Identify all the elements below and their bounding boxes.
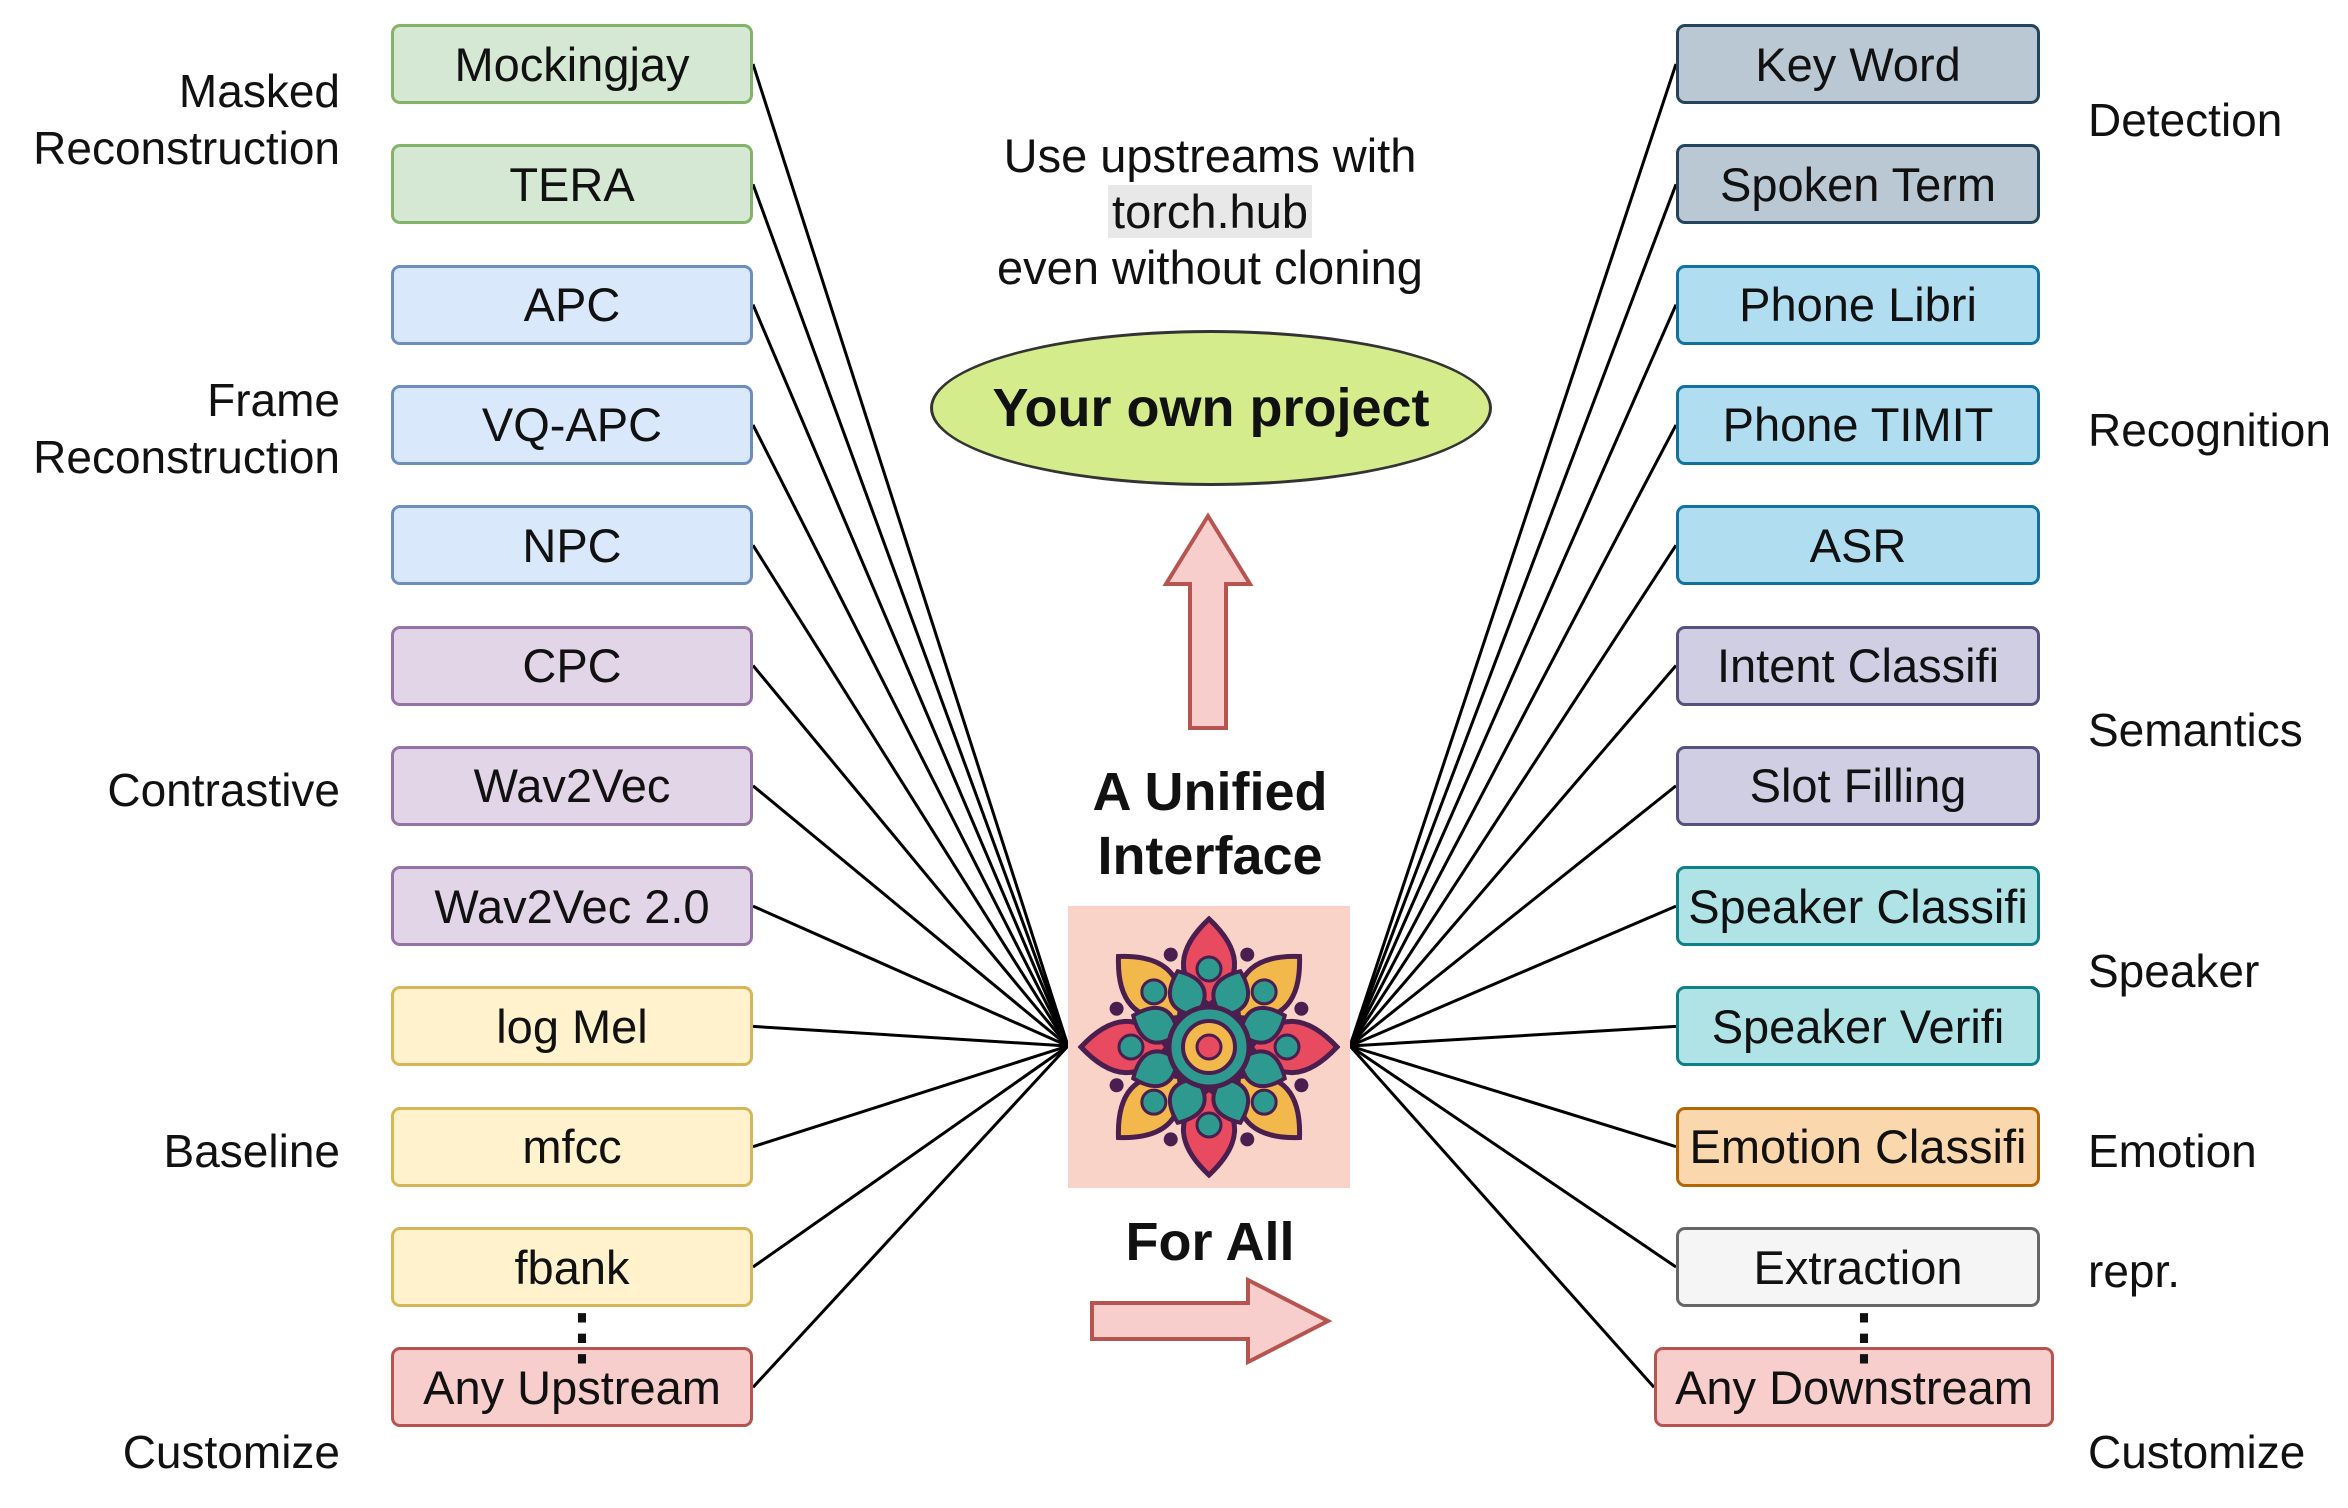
downstream-phone-libri[interactable]: Phone Libri	[1676, 264, 2040, 345]
wire-downstream-2	[1348, 303, 1678, 1047]
group-label-repr: repr.	[2088, 1245, 2181, 1297]
upstream-npc[interactable]: NPC	[391, 505, 753, 586]
downstream-key-word[interactable]: Key Word	[1676, 24, 2040, 104]
wire-downstream-9	[1349, 1044, 1677, 1149]
upstream-fbank[interactable]: fbank	[391, 1227, 753, 1307]
upstream-wav2vec-2-0[interactable]: Wav2Vec 2.0	[391, 866, 753, 947]
upstream-any-upstream[interactable]: Any Upstream	[391, 1347, 753, 1428]
wire-downstream-10	[1349, 1044, 1677, 1269]
wire-upstream-8	[752, 1024, 1069, 1048]
upstream-more-ellipsis: ⋮	[552, 1303, 612, 1370]
downstream-slot-filling[interactable]: Slot Filling	[1676, 745, 2040, 826]
upstream-tera[interactable]: TERA	[391, 144, 753, 225]
wire-upstream-11	[751, 1044, 1070, 1389]
downstream-phone-timit[interactable]: Phone TIMIT	[1676, 384, 2040, 465]
downstream-any-downstream[interactable]: Any Downstream	[1654, 1347, 2054, 1428]
wire-upstream-7	[752, 904, 1069, 1048]
downstream-extraction[interactable]: Extraction	[1676, 1227, 2040, 1307]
wire-upstream-10	[752, 1044, 1069, 1269]
torch-hub-note-line3: even without cloning	[997, 241, 1423, 294]
your-own-project-label: Your own project	[992, 378, 1430, 438]
right-arrow-icon	[1090, 1276, 1333, 1366]
wire-downstream-5	[1348, 664, 1678, 1047]
upstream-log-mel[interactable]: log Mel	[391, 986, 753, 1067]
group-label-emotion: Emotion	[2088, 1125, 2257, 1177]
group-label-detection: Detection	[2088, 94, 2283, 146]
upstream-mockingjay[interactable]: Mockingjay	[391, 24, 753, 104]
downstream-more-ellipsis: ⋮	[1834, 1303, 1894, 1370]
wire-downstream-3	[1348, 424, 1678, 1047]
wire-downstream-1	[1348, 183, 1678, 1047]
upstream-wav2vec[interactable]: Wav2Vec	[391, 745, 753, 826]
group-label-masked-reconstruction: Masked Reconstruction	[33, 65, 340, 174]
group-label-customize-downstream: Customize	[2088, 1426, 2306, 1478]
group-label-speaker: Speaker	[2088, 945, 2260, 997]
wire-downstream-7	[1349, 904, 1677, 1048]
group-label-frame-reconstruction: Frame Reconstruction	[33, 374, 340, 483]
group-label-semantics: Semantics	[2088, 704, 2303, 756]
your-own-project-node[interactable]: Your own project	[930, 330, 1492, 486]
wire-downstream-4	[1348, 544, 1678, 1047]
wire-upstream-4	[751, 544, 1070, 1047]
wire-upstream-6	[752, 784, 1069, 1048]
group-label-baseline: Baseline	[163, 1125, 340, 1177]
torch-hub-note-line1: Use upstreams with	[1003, 129, 1417, 182]
group-label-recognition: Recognition	[2088, 404, 2331, 456]
group-label-contrastive: Contrastive	[107, 764, 340, 816]
downstream-asr[interactable]: ASR	[1676, 505, 2040, 586]
wire-downstream-6	[1349, 784, 1677, 1048]
upstream-vq-apc[interactable]: VQ-APC	[391, 384, 753, 465]
unified-interface-title: A Unified Interface	[1092, 762, 1328, 886]
torch-hub-code: torch.hub	[1108, 185, 1312, 238]
downstream-intent-classifi[interactable]: Intent Classifi	[1676, 625, 2040, 706]
upstream-cpc[interactable]: CPC	[391, 625, 753, 706]
wire-upstream-3	[751, 424, 1070, 1047]
wire-downstream-0	[1348, 63, 1678, 1047]
mandala-icon	[1077, 915, 1341, 1179]
wire-downstream-11	[1348, 1045, 1656, 1389]
torch-hub-note: Use upstreams with torch.hub even withou…	[950, 128, 1470, 296]
mandala-logo	[1068, 906, 1350, 1188]
wire-upstream-5	[751, 664, 1070, 1047]
wire-upstream-9	[752, 1044, 1069, 1149]
upstream-apc[interactable]: APC	[391, 264, 753, 345]
wire-upstream-2	[751, 304, 1070, 1047]
upstream-mfcc[interactable]: mfcc	[391, 1106, 753, 1187]
wire-upstream-1	[751, 183, 1070, 1047]
up-arrow-icon	[1162, 512, 1254, 730]
wire-downstream-8	[1349, 1024, 1677, 1048]
downstream-speaker-verifi[interactable]: Speaker Verifi	[1676, 986, 2040, 1067]
for-all-label: For All	[1125, 1212, 1295, 1272]
downstream-speaker-classifi[interactable]: Speaker Classifi	[1676, 866, 2040, 947]
wire-upstream-0	[751, 63, 1070, 1047]
downstream-emotion-classifi[interactable]: Emotion Classifi	[1676, 1106, 2040, 1187]
group-label-customize-upstream: Customize	[122, 1426, 340, 1478]
downstream-spoken-term[interactable]: Spoken Term	[1676, 144, 2040, 225]
